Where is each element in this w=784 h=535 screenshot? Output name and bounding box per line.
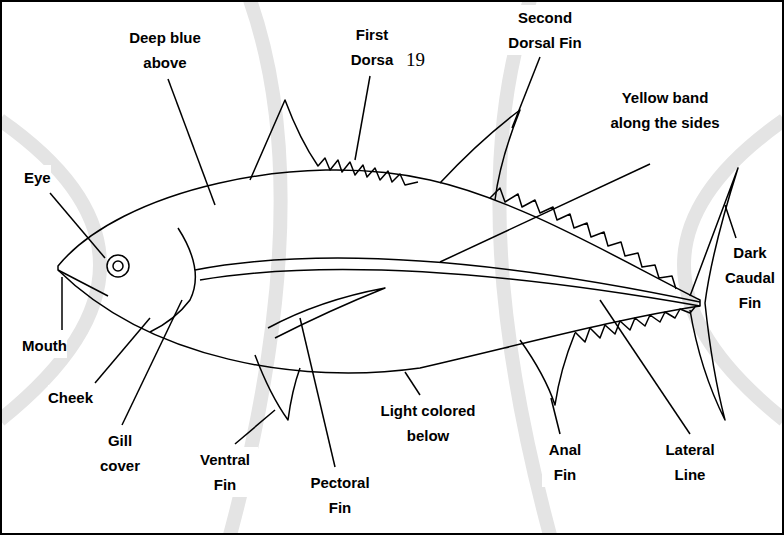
part-label: Mouth bbox=[22, 333, 67, 358]
leader-line bbox=[600, 300, 690, 434]
leader-line bbox=[355, 76, 370, 160]
part-label: Second Dorsal Fin bbox=[498, 5, 593, 55]
color-note: Yellow band along the sides bbox=[609, 85, 721, 135]
leader-line bbox=[551, 398, 560, 434]
first-dorsal-fin bbox=[250, 100, 418, 185]
second-dorsal-fin bbox=[440, 110, 520, 200]
page-number: 19 bbox=[406, 47, 425, 72]
part-label: Anal Fin bbox=[542, 437, 588, 487]
eye-ring bbox=[107, 255, 129, 277]
leader-line bbox=[725, 205, 736, 238]
top-finlets bbox=[490, 188, 676, 289]
leader-line bbox=[95, 318, 150, 383]
pectoral-fin bbox=[268, 288, 385, 338]
leader-lines bbox=[50, 57, 736, 467]
part-label: Dark Caudal Fin bbox=[720, 240, 780, 315]
fish-body bbox=[58, 170, 700, 373]
watermark-stroke bbox=[684, 120, 784, 420]
fish bbox=[58, 100, 738, 420]
gill-cover-line bbox=[150, 228, 195, 332]
part-label: Ventral Fin bbox=[192, 447, 258, 497]
leader-line bbox=[61, 277, 63, 330]
leader-line bbox=[405, 372, 420, 395]
lateral-band-edge bbox=[200, 270, 700, 306]
leader-line bbox=[235, 410, 275, 444]
mouth-line bbox=[58, 270, 108, 296]
leader-line bbox=[300, 318, 335, 467]
part-label: First Dorsa bbox=[341, 22, 403, 72]
color-note: Light colored below bbox=[370, 398, 486, 448]
part-label: Cheek bbox=[48, 385, 93, 410]
part-label: Pectoral Fin bbox=[304, 470, 376, 520]
color-note: Deep blue above bbox=[119, 25, 211, 75]
bottom-finlets bbox=[575, 307, 695, 342]
eye-pupil bbox=[113, 261, 123, 271]
leader-line bbox=[168, 79, 215, 205]
part-label: Lateral Line bbox=[658, 437, 722, 487]
part-label: Gill cover bbox=[92, 428, 148, 478]
watermark-stroke bbox=[0, 120, 100, 420]
part-label: Eye bbox=[24, 165, 51, 190]
leader-line bbox=[512, 57, 540, 128]
anal-fin bbox=[520, 333, 575, 405]
leader-line bbox=[122, 300, 182, 425]
ventral-fin bbox=[255, 355, 300, 420]
leader-line bbox=[440, 164, 650, 262]
leader-line bbox=[50, 193, 105, 258]
lateral-band-edge bbox=[195, 258, 700, 302]
